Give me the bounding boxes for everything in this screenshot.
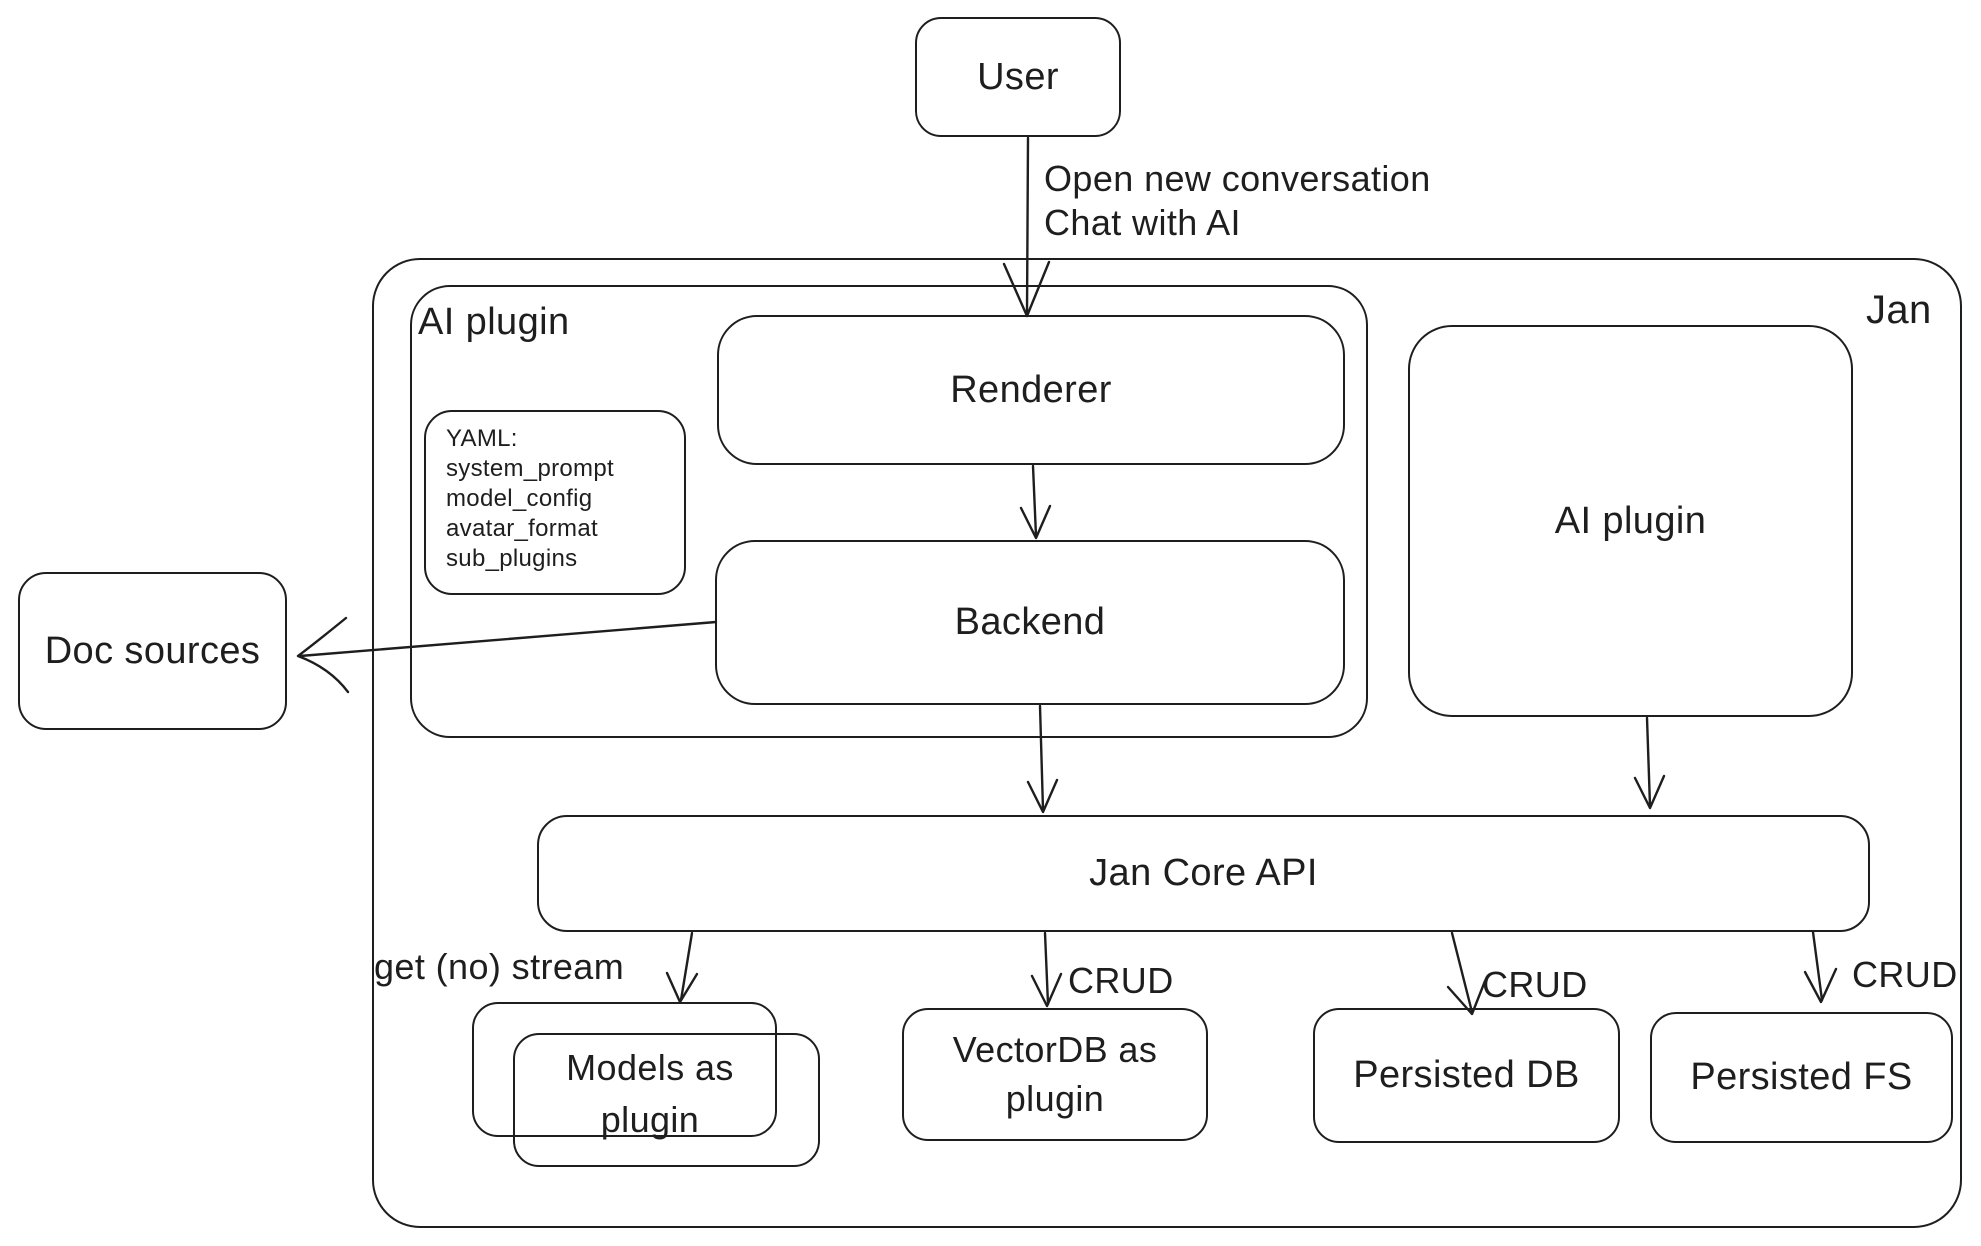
user-box[interactable]: User [915, 17, 1121, 137]
jan-core-api-label: Jan Core API [1089, 852, 1318, 894]
persisted-db-label: Persisted DB [1353, 1054, 1580, 1096]
backend-label: Backend [954, 601, 1106, 643]
doc-sources-box[interactable]: Doc sources [18, 572, 287, 730]
yaml-note-line: sub_plugins [446, 545, 578, 572]
ai-plugin-right-box[interactable]: AI plugin [1408, 325, 1853, 717]
edge-label-open-conversation: Open new conversation [1044, 158, 1431, 199]
yaml-note-line: system_prompt [446, 455, 614, 482]
vectordb-label-line1: VectorDB as [952, 1028, 1158, 1070]
user-label: User [977, 55, 1059, 98]
persisted-fs-box[interactable]: Persisted FS [1650, 1012, 1953, 1143]
jan-core-api-box[interactable]: Jan Core API [537, 815, 1870, 932]
edge-label-get-no-stream: get (no) stream [374, 946, 625, 987]
yaml-note-line: model_config [446, 485, 593, 512]
ai-plugin-right-label: AI plugin [1554, 499, 1707, 542]
renderer-label: Renderer [950, 368, 1112, 411]
models-as-plugin-label: Models as plugin [566, 1047, 734, 1141]
yaml-note-line: avatar_format [446, 515, 598, 542]
edge-label-crud-persisted-db: CRUD [1482, 964, 1588, 1005]
doc-sources-label: Doc sources [44, 629, 261, 672]
yaml-note-box[interactable]: YAML: system_prompt model_config avatar_… [424, 410, 686, 595]
vectordb-label-line2: plugin [1005, 1077, 1105, 1119]
models-as-plugin-box-back[interactable] [472, 1002, 777, 1137]
edge-label-chat-with-ai: Chat with AI [1044, 202, 1241, 243]
backend-box[interactable]: Backend [715, 540, 1345, 705]
ai-plugin-left-box[interactable] [410, 285, 1368, 738]
yaml-note-line: YAML: [446, 425, 518, 452]
edge-label-crud-persisted-fs: CRUD [1852, 954, 1958, 995]
jan-system-label: Jan [1866, 288, 1932, 332]
vectordb-as-plugin-box[interactable]: VectorDB as plugin [902, 1008, 1208, 1141]
persisted-db-box[interactable]: Persisted DB [1313, 1008, 1620, 1143]
edge-label-crud-vectordb: CRUD [1068, 960, 1174, 1001]
persisted-fs-label: Persisted FS [1690, 1056, 1913, 1098]
models-as-plugin-box[interactable] [513, 1033, 820, 1167]
renderer-box[interactable]: Renderer [717, 315, 1345, 465]
jan-system-box[interactable] [372, 258, 1962, 1228]
ai-plugin-left-label: AI plugin [418, 301, 570, 343]
